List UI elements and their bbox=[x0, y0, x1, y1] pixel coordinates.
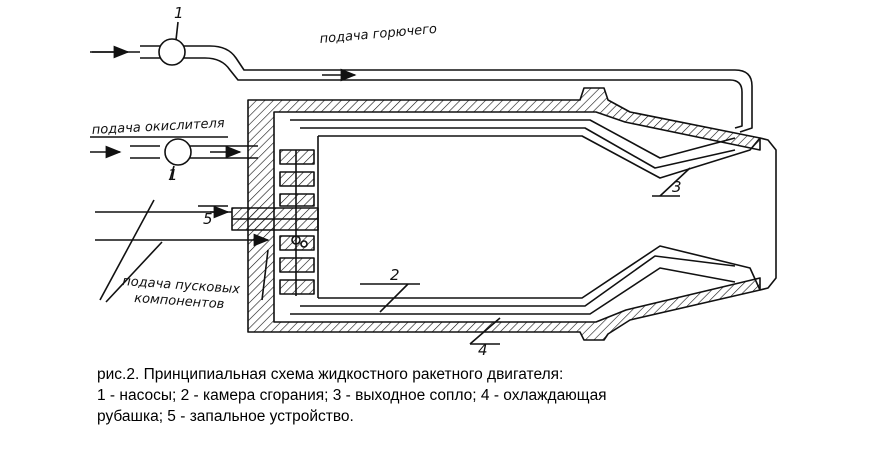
callout-leaders bbox=[198, 167, 691, 345]
oxidizer-feed-label: подача окислителя bbox=[91, 116, 225, 138]
callout-3: 3 bbox=[672, 178, 682, 196]
pump-top bbox=[158, 21, 186, 66]
caption-line-2: 1 - насосы; 2 - камера сгорания; 3 - вых… bbox=[97, 387, 607, 404]
starting-components-lines bbox=[95, 199, 270, 303]
figure-caption: рис.2. Принципиальная схема жидкостного … bbox=[97, 364, 837, 427]
engine-diagram: подача горючего подача окислителя подача… bbox=[90, 4, 777, 359]
callout-5: 5 bbox=[203, 210, 213, 228]
chamber-outer-wall bbox=[247, 87, 761, 341]
pump-bottom bbox=[164, 138, 192, 181]
fuel-pipe bbox=[90, 45, 753, 133]
callout-2: 2 bbox=[390, 266, 400, 284]
igniter bbox=[210, 207, 319, 248]
callout-1-top: 1 bbox=[174, 4, 184, 22]
cooling-jacket bbox=[290, 119, 736, 315]
oxidizer-pipe bbox=[90, 136, 258, 159]
callout-4: 4 bbox=[478, 341, 488, 359]
callout-1-bottom: 1 bbox=[168, 166, 178, 184]
caption-line-1: рис.2. Принципиальная схема жидкостного … bbox=[97, 366, 564, 383]
fuel-feed-label: подача горючего bbox=[319, 22, 438, 47]
caption-line-3: рубашка; 5 - запальное устройство. bbox=[97, 408, 354, 425]
nozzle bbox=[759, 137, 777, 291]
starting-components-label-2: компонентов bbox=[134, 291, 225, 312]
